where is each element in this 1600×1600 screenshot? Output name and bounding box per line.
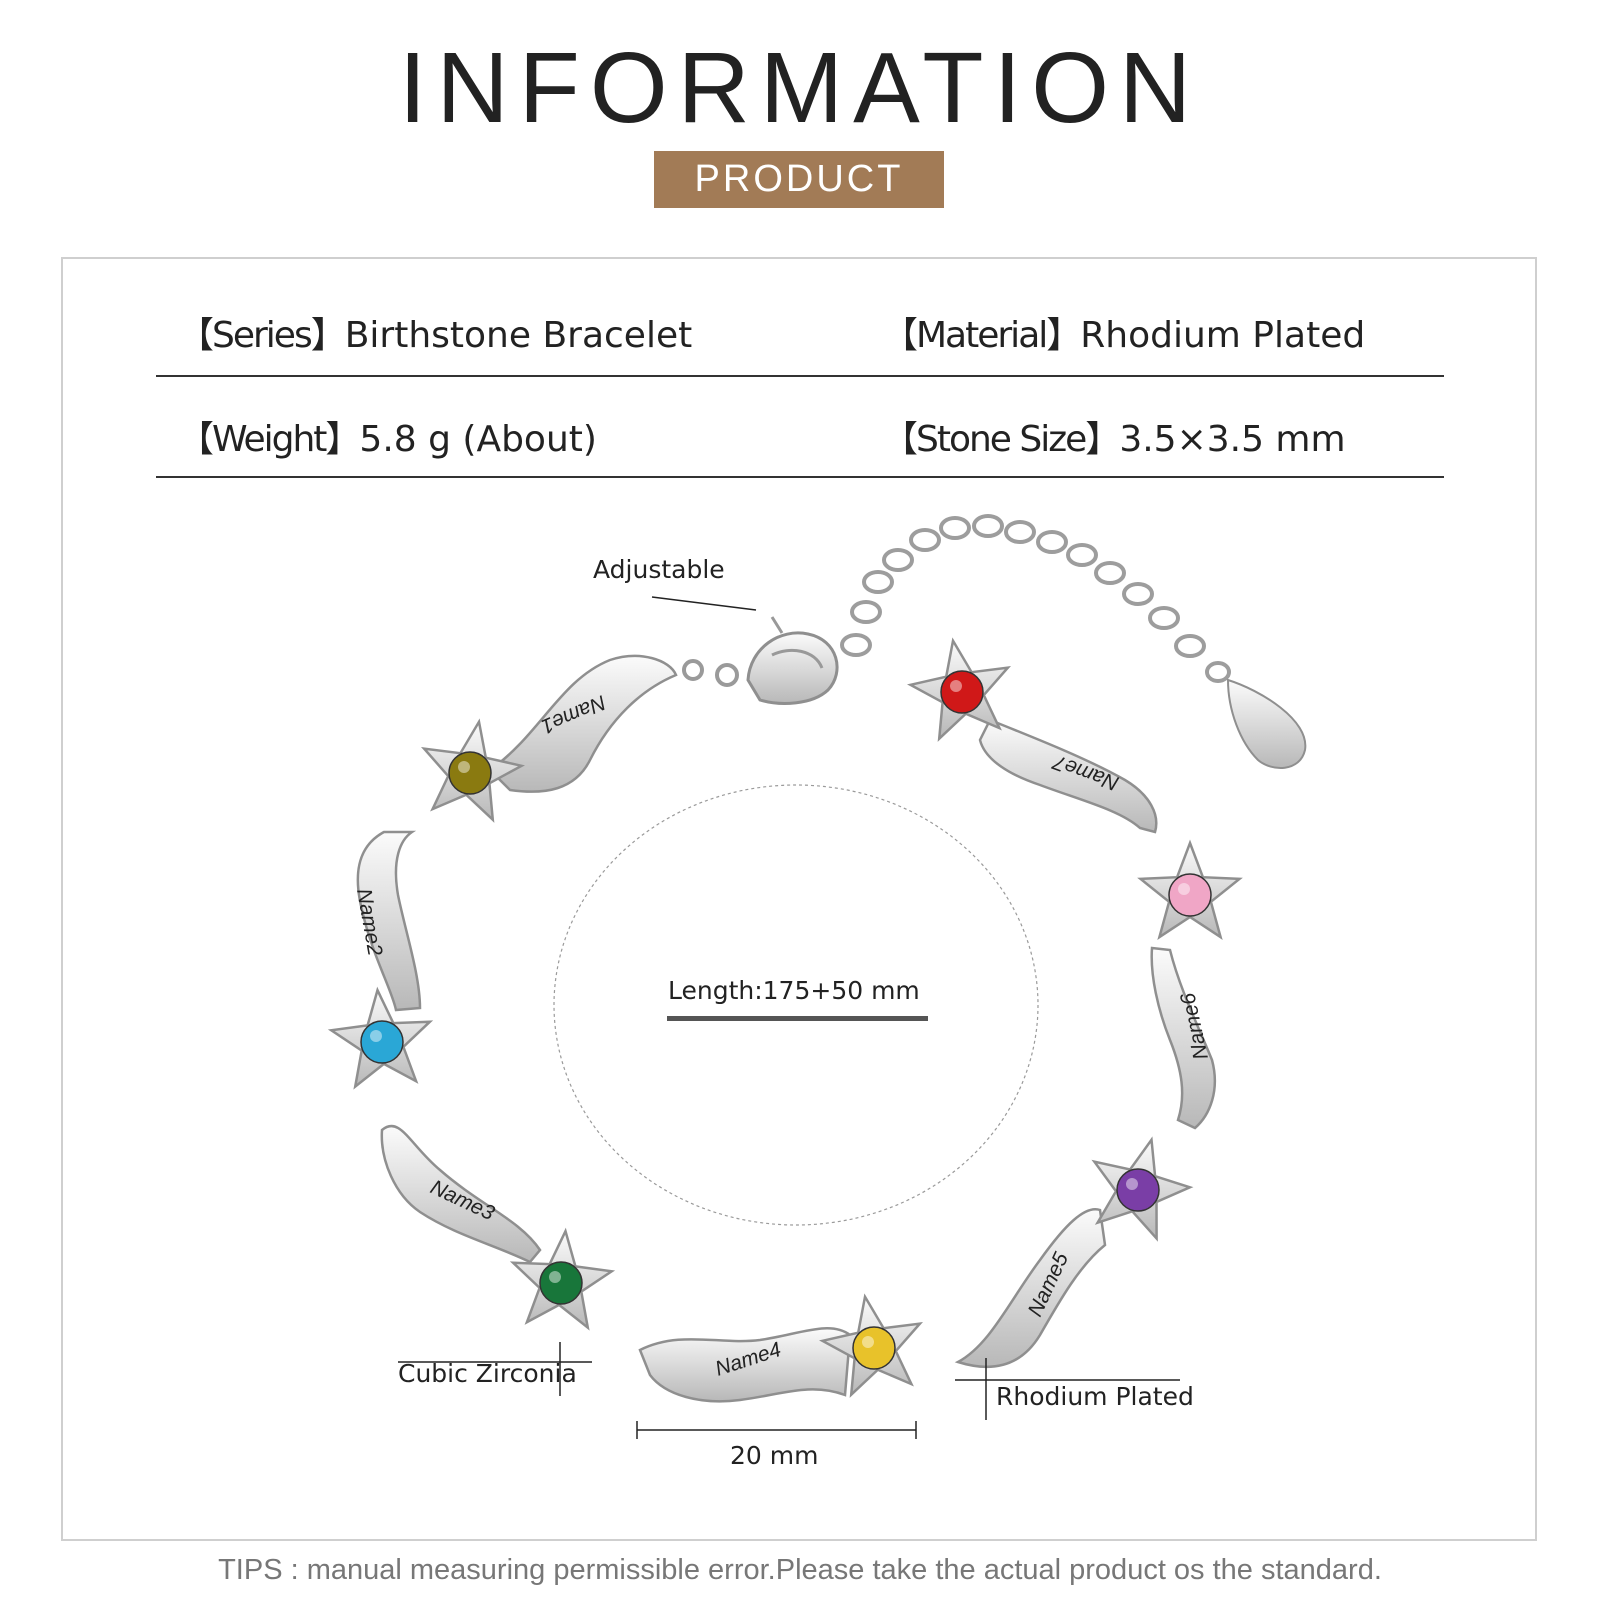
star-links <box>327 637 1243 1398</box>
stone-highlight-1 <box>458 761 470 773</box>
birthstone-3 <box>539 1261 583 1305</box>
length-underline <box>667 1016 928 1021</box>
series-value: Birthstone Bracelet <box>344 315 693 356</box>
star-setting-4 <box>818 1293 924 1398</box>
bar-name3 <box>380 1124 542 1264</box>
cubic-zirconia-label: Cubic Zirconia <box>398 1359 577 1388</box>
tips-note: TIPS : manual measuring permissible erro… <box>218 1554 1382 1586</box>
birthstone-1 <box>448 751 492 795</box>
material-value: Rhodium Plated <box>1080 315 1366 356</box>
stone-highlight-4 <box>862 1336 874 1348</box>
star-setting-1 <box>420 718 526 823</box>
bar-name4 <box>638 1327 852 1403</box>
series-spec: 【Series】Birthstone Bracelet <box>178 318 692 354</box>
length-circle <box>553 784 1039 1226</box>
star-setting-3 <box>509 1227 616 1331</box>
star-setting-6 <box>1137 839 1243 940</box>
star-setting-7 <box>906 637 1012 742</box>
bar-name1 <box>488 654 678 793</box>
material-spec: 【Material】Rhodium Plated <box>882 318 1365 354</box>
weight-spec: 【Weight】5.8 g (About) <box>178 422 597 458</box>
link-size-label: 20 mm <box>730 1441 818 1470</box>
birthstone-4 <box>852 1326 896 1370</box>
bar-name7 <box>978 718 1158 834</box>
stone-size-key: 【Stone Size】 <box>882 419 1121 460</box>
callout-lines <box>398 596 1180 1439</box>
birthstone-2 <box>360 1020 404 1064</box>
series-key: 【Series】 <box>178 315 347 356</box>
teardrop-charm <box>1226 678 1307 770</box>
star-setting-2 <box>327 986 434 1090</box>
bar-name5 <box>954 1208 1107 1369</box>
adjustable-label: Adjustable <box>593 555 725 584</box>
star-setting-5 <box>1091 1136 1194 1242</box>
length-label: Length:175+50 mm <box>668 976 920 1005</box>
info-panel <box>61 257 1537 1541</box>
spec-divider-1 <box>156 375 1444 377</box>
birthstone-7 <box>940 670 984 714</box>
extension-chain <box>840 514 1231 683</box>
rhodium-plated-label: Rhodium Plated <box>996 1382 1194 1411</box>
stone-size-value: 3.5×3.5 mm <box>1119 419 1346 460</box>
lobster-clasp <box>682 616 839 705</box>
stone-highlight-6 <box>1178 883 1190 895</box>
weight-value: 5.8 g (About) <box>359 419 597 460</box>
material-key: 【Material】 <box>882 315 1082 356</box>
bar-name2 <box>356 830 422 1012</box>
weight-key: 【Weight】 <box>178 419 361 460</box>
birthstone-6 <box>1168 873 1212 917</box>
stone-size-spec: 【Stone Size】3.5×3.5 mm <box>882 422 1346 458</box>
page-title: INFORMATION <box>398 32 1202 144</box>
stone-highlight-7 <box>950 680 962 692</box>
stone-highlight-2 <box>370 1030 382 1042</box>
stone-highlight-5 <box>1126 1178 1138 1190</box>
bar-name6 <box>1150 946 1217 1130</box>
birthstone-5 <box>1116 1168 1160 1212</box>
stone-highlight-3 <box>549 1271 561 1283</box>
spec-divider-2 <box>156 476 1444 478</box>
product-badge: PRODUCT <box>654 151 944 208</box>
